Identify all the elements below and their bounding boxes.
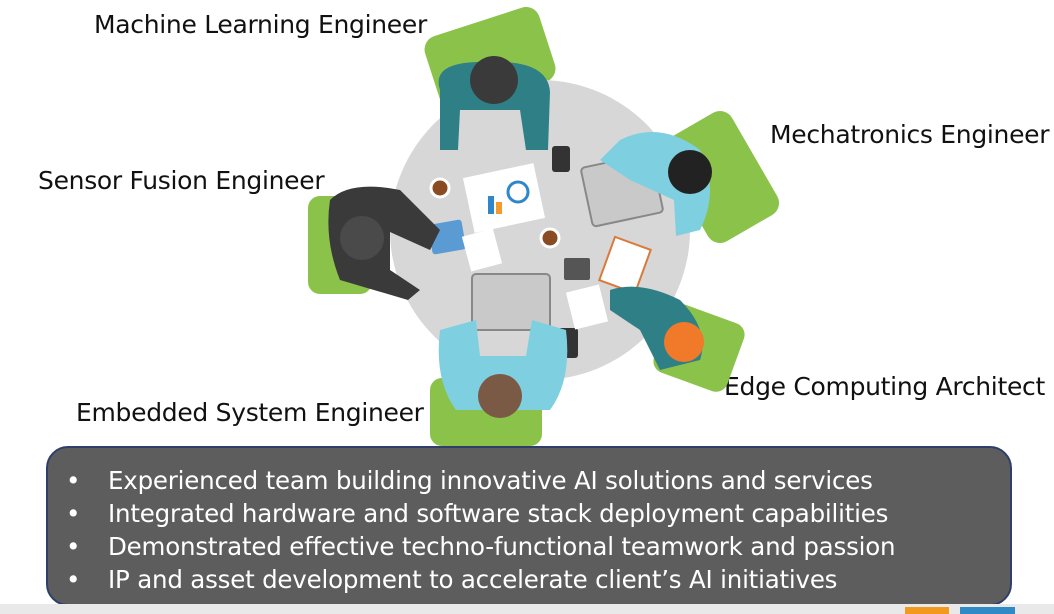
head [470,56,518,104]
bullet-symbol: • [66,532,81,561]
role-label-sensor-fusion-engineer: Sensor Fusion Engineer [38,166,325,195]
role-label-machine-learning-engineer: Machine Learning Engineer [94,10,427,39]
report-paper [565,284,609,330]
bullet-text: IP and asset development to accelerate c… [108,565,838,594]
bullet-symbol: • [66,499,81,528]
calculator [564,258,590,280]
coffee-cup-left [429,177,451,199]
phone-top [552,146,570,172]
company-logo-fragment [905,607,1015,614]
role-label-edge-computing-architect: Edge Computing Architect [724,372,1045,401]
table-items [428,146,664,358]
list-item: • IP and asset development to accelerate … [66,563,990,596]
role-label-embedded-system-engineer: Embedded System Engineer [76,398,424,427]
coffee-cup-center [539,227,561,249]
slide-footer-strip [0,604,1054,614]
head [664,322,704,362]
bullet-symbol: • [66,466,81,495]
capabilities-list: • Experienced team building innovative AI… [66,464,990,596]
list-item: • Experienced team building innovative AI… [66,464,990,497]
person-sensor-fusion-engineer [328,186,440,300]
head [668,150,712,194]
chart-bar [488,196,494,214]
list-item: • Demonstrated effective techno-functiona… [66,530,990,563]
team-meeting-illustration [308,7,780,446]
bullet-text: Experienced team building innovative AI … [108,466,873,495]
notes-paper [461,228,503,272]
list-item: • Integrated hardware and software stack … [66,497,990,530]
bullet-symbol: • [66,565,81,594]
head [478,374,522,418]
laptop-bottom [471,273,551,331]
bullet-text: Integrated hardware and software stack d… [108,499,889,528]
person-embedded-system-engineer [438,320,568,418]
document-chart [462,163,546,233]
role-label-mechatronics-engineer: Mechatronics Engineer [770,120,1050,149]
person-machine-learning-engineer [438,56,550,150]
chart-icon [506,180,530,204]
chart-bar [496,202,502,214]
person-mechatronics-engineer [600,132,712,236]
bullet-text: Demonstrated effective techno-functional… [108,532,896,561]
clipboard [597,235,653,295]
person-edge-computing-architect [610,286,704,370]
head [340,216,384,260]
capabilities-panel: • Experienced team building innovative AI… [46,446,1012,606]
